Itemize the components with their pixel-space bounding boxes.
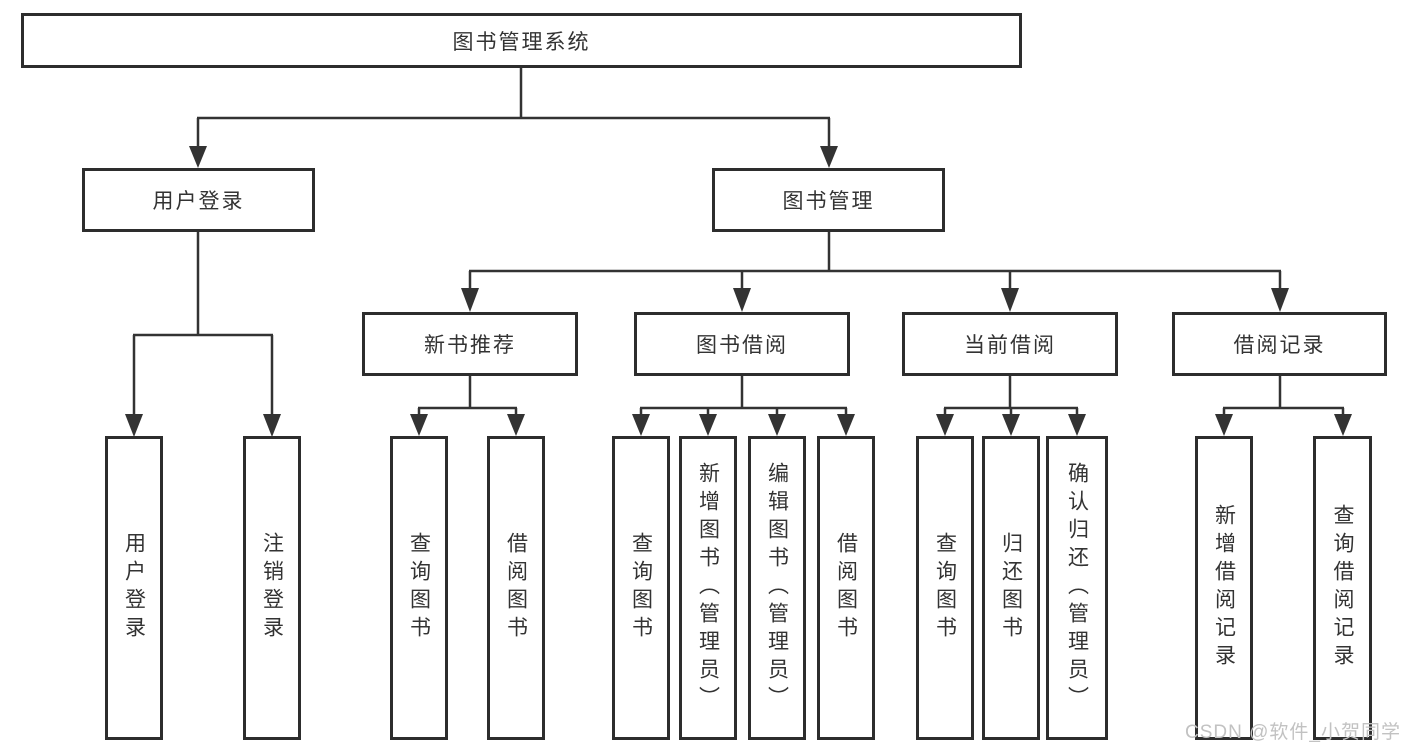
leaf-query-books: 查询图书 xyxy=(612,436,670,740)
connector-borrow-records-to-leaves xyxy=(1215,376,1352,436)
leaf-query-borrow-record: 查询借阅记录 xyxy=(1313,436,1372,740)
leaf-borrow-books: 借阅图书 xyxy=(487,436,545,740)
connector-current-borrow-to-leaves xyxy=(936,376,1086,436)
leaf-borrow-books: 借阅图书 xyxy=(817,436,875,740)
connector-new-books-to-leaves xyxy=(410,376,525,436)
node-new-book-recommend: 新书推荐 xyxy=(362,312,578,376)
node-user-login: 用户登录 xyxy=(82,168,315,232)
connector-user-login-to-leaves xyxy=(125,232,281,437)
connector-book-borrow-to-leaves xyxy=(632,376,855,436)
connector-book-mgmt-to-level3 xyxy=(461,232,1289,312)
connector-root-to-level2 xyxy=(189,68,838,168)
leaf-user-login: 用户登录 xyxy=(105,436,163,740)
leaf-logout: 注销登录 xyxy=(243,436,301,740)
node-root-system: 图书管理系统 xyxy=(21,13,1022,68)
leaf-query-books: 查询图书 xyxy=(390,436,448,740)
node-borrow-records: 借阅记录 xyxy=(1172,312,1387,376)
node-current-borrowing: 当前借阅 xyxy=(902,312,1118,376)
csdn-watermark: CSDN @软件_小贺同学 xyxy=(1185,722,1401,743)
leaf-add-borrow-record: 新增借阅记录 xyxy=(1195,436,1253,740)
node-book-management: 图书管理 xyxy=(712,168,945,232)
leaf-confirm-return-admin: 确认归还（管理员） xyxy=(1046,436,1108,740)
leaf-query-books: 查询图书 xyxy=(916,436,974,740)
leaf-return-books: 归还图书 xyxy=(982,436,1040,740)
leaf-add-books-admin: 新增图书（管理员） xyxy=(679,436,737,740)
leaf-edit-books-admin: 编辑图书（管理员） xyxy=(748,436,806,740)
node-book-borrowing: 图书借阅 xyxy=(634,312,850,376)
